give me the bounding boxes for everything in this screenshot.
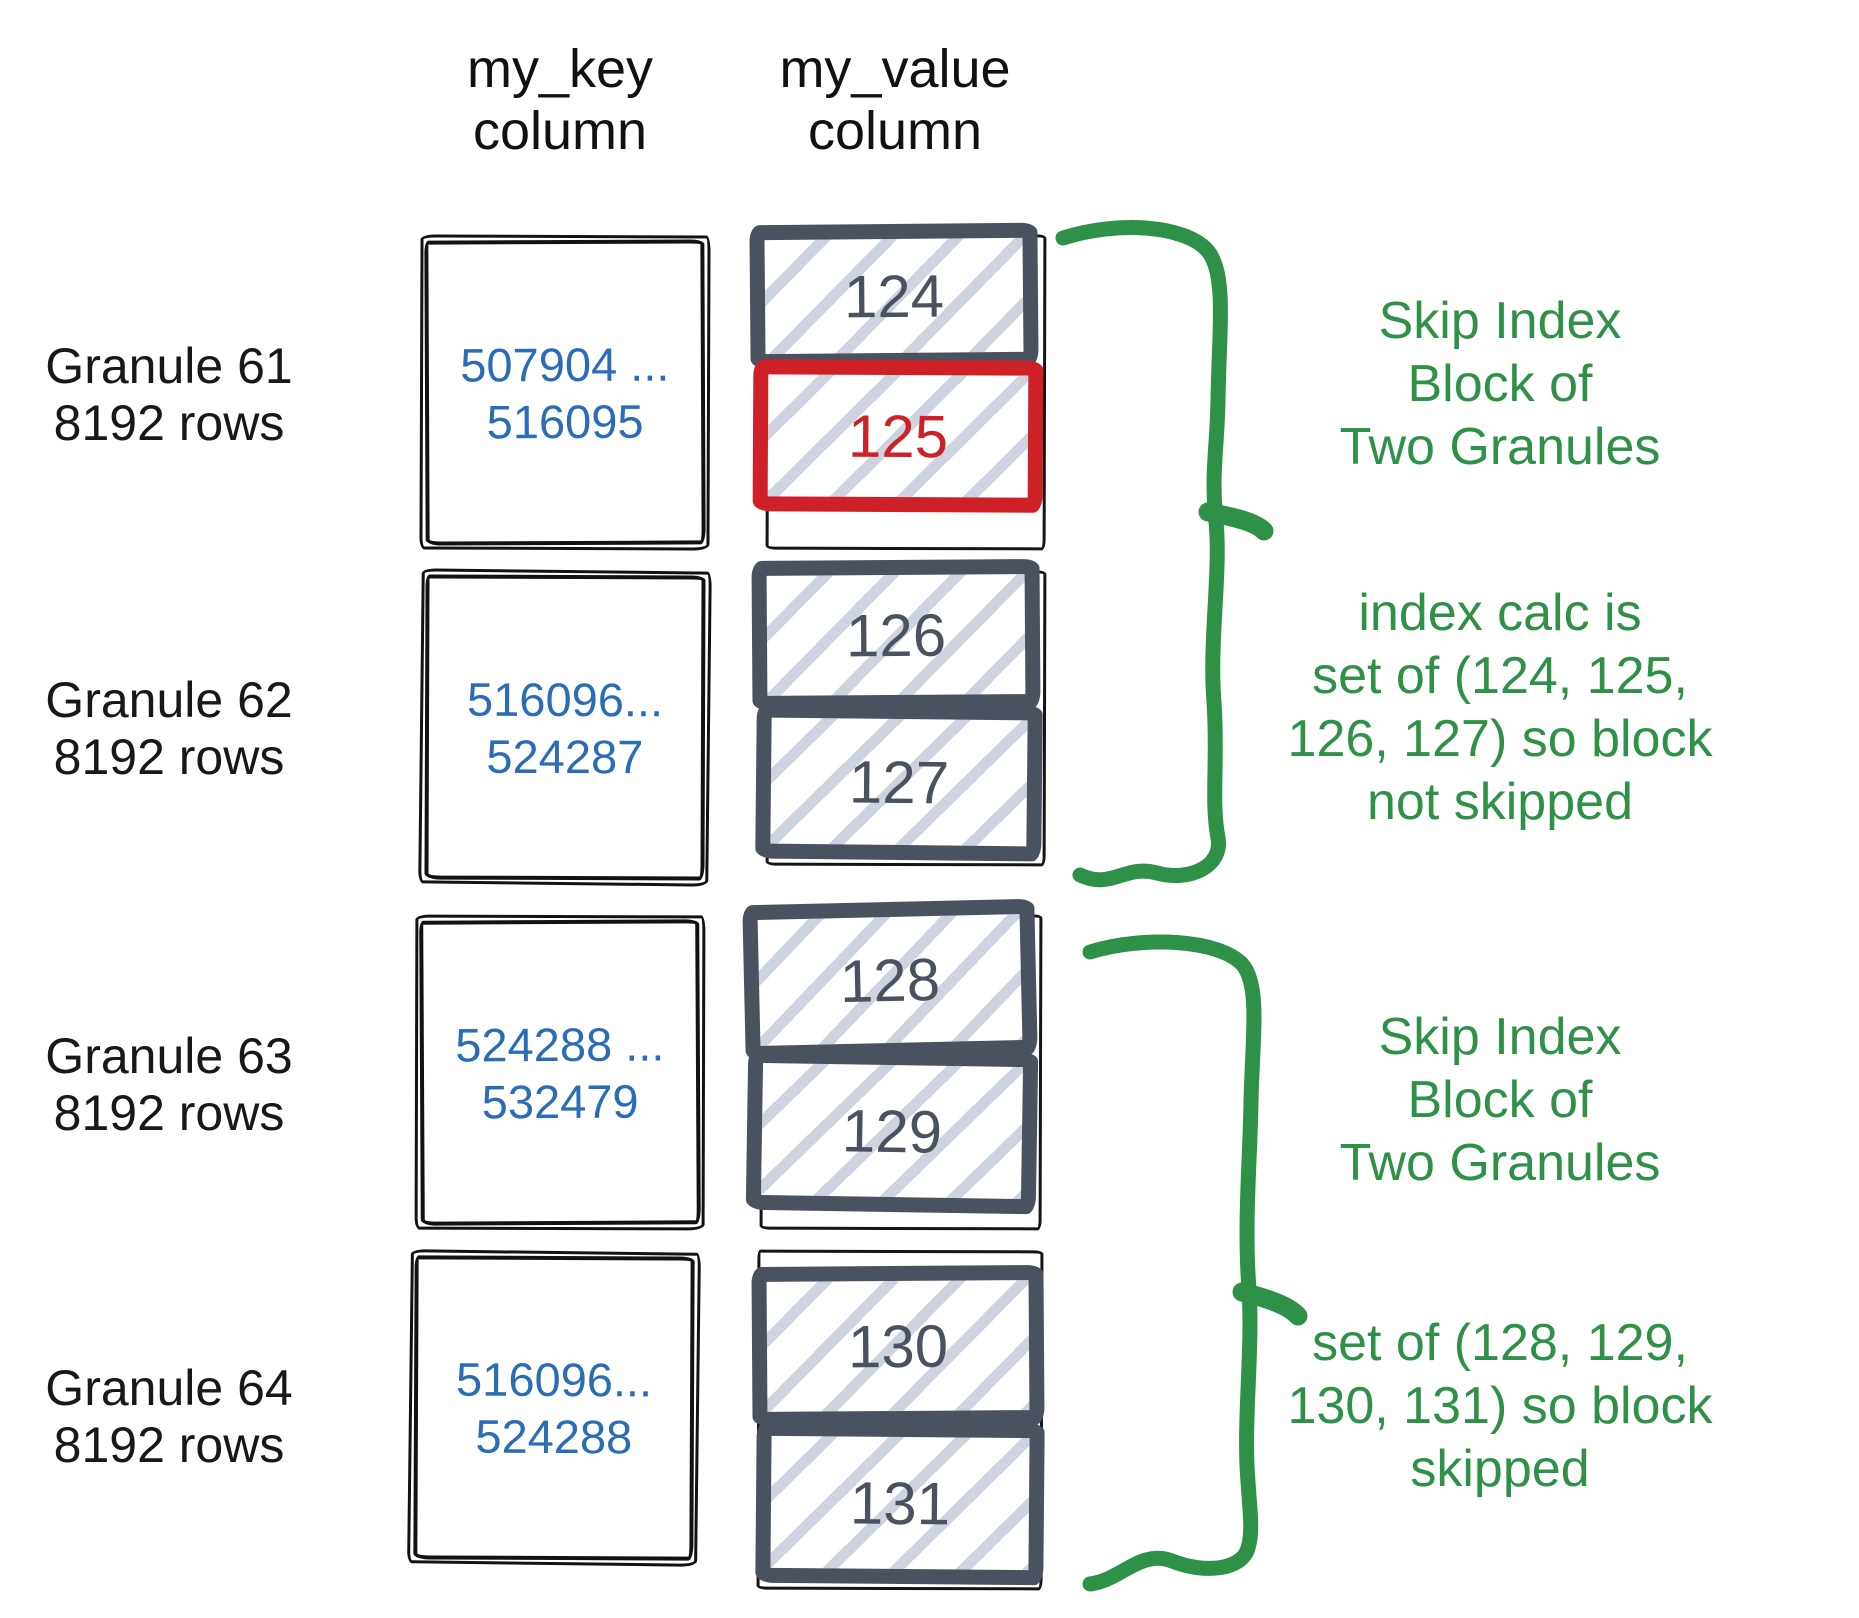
granule-61-label: Granule 61 8192 rows: [45, 338, 293, 451]
value-block-number: 130: [847, 1312, 949, 1380]
value-block-130: 130: [751, 1264, 1045, 1428]
column-header-my-value: my_value column: [779, 39, 1011, 161]
column-header-my-key: my_key column: [466, 39, 654, 161]
value-block-131: 131: [755, 1420, 1045, 1586]
granule-62-label: Granule 62 8192 rows: [45, 672, 293, 785]
annotation-skip-index-bottom: Skip Index Block of Two Granules: [1339, 1008, 1661, 1192]
curly-brace-top-tick: [1198, 502, 1274, 541]
key-range-text: 516096... 524288: [455, 1352, 653, 1464]
key-range-text: 524288 ... 532479: [455, 1016, 665, 1128]
annotation-block-skipped: set of (128, 129, 130, 131) so block ski…: [1287, 1314, 1713, 1498]
annotation-index-calc-not-skipped: index calc is set of (124, 125, 126, 127…: [1287, 584, 1713, 831]
value-block-127: 127: [755, 702, 1043, 862]
granule-63-label: Granule 63 8192 rows: [45, 1028, 293, 1141]
key-range-box-granule-63: 524288 ... 532479: [419, 919, 701, 1226]
value-block-number: 125: [847, 402, 949, 470]
value-block-number: 129: [841, 1096, 943, 1166]
key-range-box-granule-61: 507904 ... 516095: [424, 239, 706, 546]
value-block-number: 124: [843, 262, 945, 330]
value-block-126: 126: [751, 558, 1041, 712]
value-block-124: 124: [749, 222, 1039, 370]
value-block-125-highlighted: 125: [752, 359, 1044, 513]
value-block-number: 127: [848, 747, 950, 817]
key-range-text: 516096... 524287: [466, 672, 664, 783]
value-block-128: 128: [742, 898, 1038, 1062]
key-range-box-granule-62: 516096... 524287: [424, 574, 706, 881]
key-range-text: 507904 ... 516095: [460, 337, 670, 448]
value-block-129: 129: [745, 1047, 1039, 1215]
granule-64-label: Granule 64 8192 rows: [45, 1360, 293, 1473]
key-range-box-granule-64: 516096... 524288: [413, 1255, 695, 1561]
annotation-skip-index-top: Skip Index Block of Two Granules: [1339, 292, 1661, 476]
value-block-number: 128: [839, 945, 941, 1015]
value-block-number: 131: [849, 1469, 951, 1537]
value-block-number: 126: [845, 601, 947, 669]
